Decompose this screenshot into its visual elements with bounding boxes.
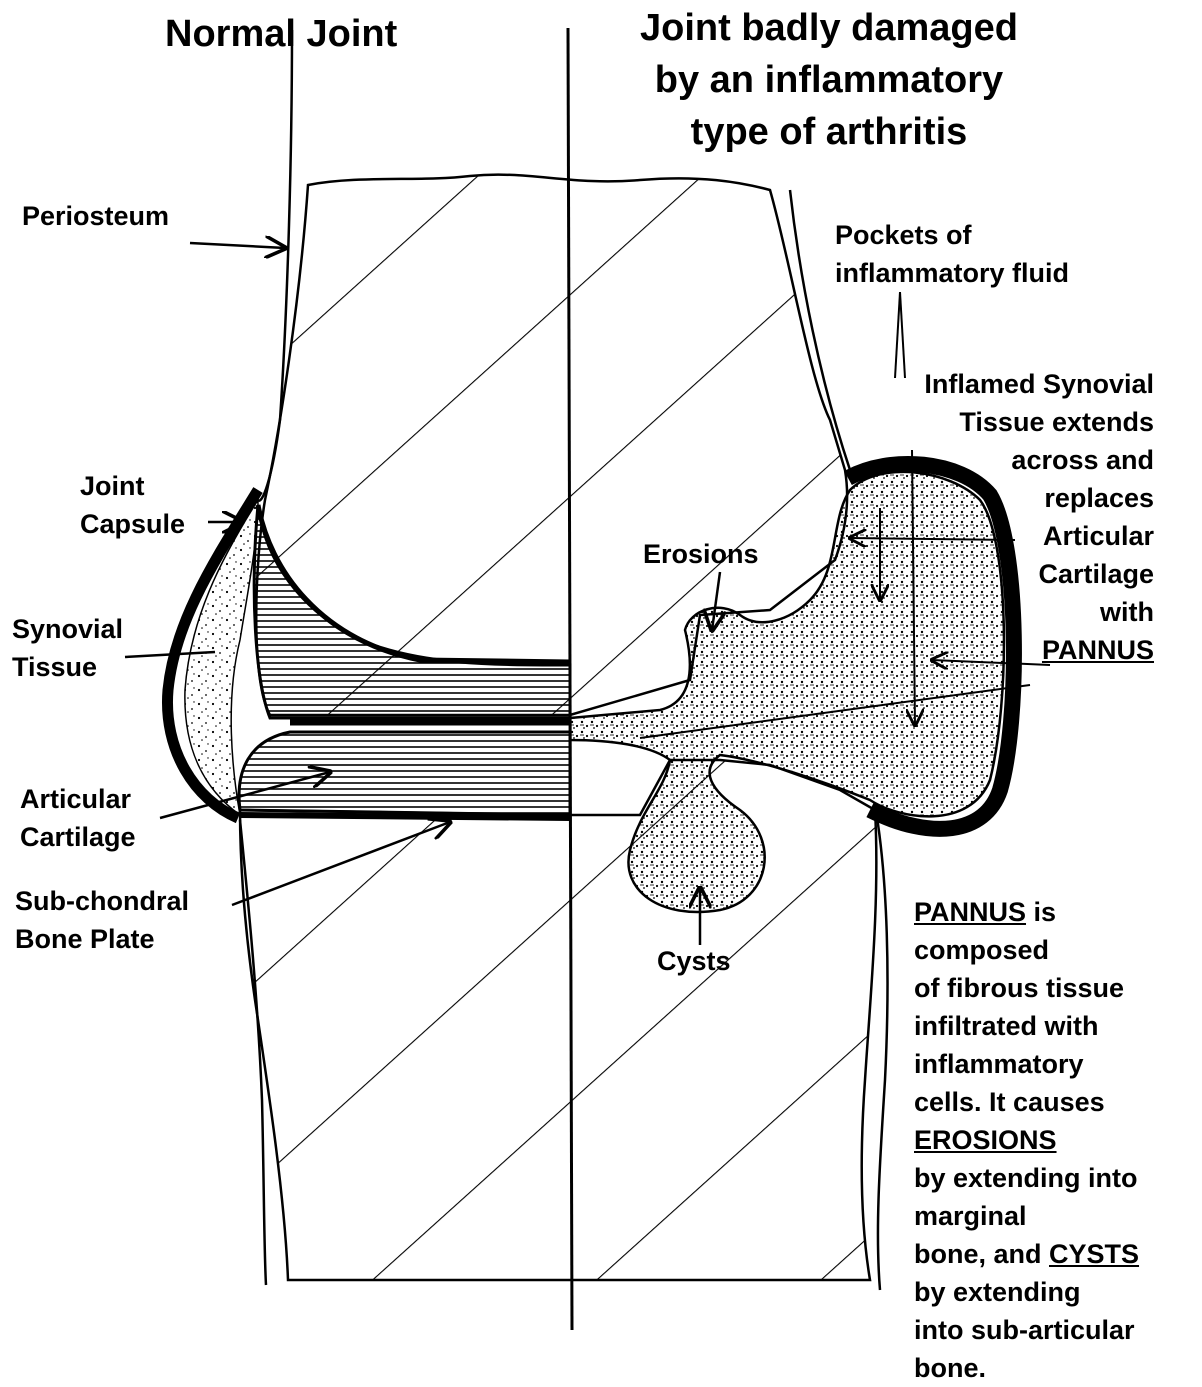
label-inflamed-3: across and — [862, 441, 1154, 479]
note-line-5: inflammatory — [914, 1045, 1139, 1083]
label-joint-capsule-2: Capsule — [80, 505, 185, 543]
note-line-6: cells. It causes — [914, 1083, 1139, 1121]
note-cysts-word: CYSTS — [1049, 1239, 1139, 1269]
note-line-11: by extending — [914, 1273, 1139, 1311]
label-articular-cartilage-1: Articular — [20, 780, 136, 818]
label-inflamed-synovial: Inflamed Synovial Tissue extends across … — [862, 365, 1154, 669]
note-line-9: marginal — [914, 1197, 1139, 1235]
label-synovial-tissue: Synovial Tissue — [12, 610, 123, 686]
label-inflamed-2: Tissue extends — [862, 403, 1154, 441]
note-line-7: EROSIONS — [914, 1121, 1139, 1159]
label-pockets-1: Pockets of — [835, 216, 1069, 254]
label-subchondral-2: Bone Plate — [15, 920, 189, 958]
title-damaged-line-1: Joint badly damaged — [640, 2, 1018, 54]
note-line-4: infiltrated with — [914, 1007, 1139, 1045]
label-inflamed-1: Inflamed Synovial — [862, 365, 1154, 403]
label-pockets: Pockets of inflammatory fluid — [835, 216, 1069, 292]
note-is: is — [1026, 897, 1056, 927]
lower-cartilage — [239, 732, 570, 815]
title-normal-joint: Normal Joint — [165, 8, 397, 60]
label-erosions: Erosions — [643, 535, 759, 573]
note-erosions-word: EROSIONS — [914, 1125, 1057, 1155]
label-synovial-tissue-2: Tissue — [12, 648, 123, 686]
label-joint-capsule: Joint Capsule — [80, 467, 185, 543]
label-joint-capsule-1: Joint — [80, 467, 185, 505]
note-pannus-word: PANNUS — [914, 897, 1026, 927]
lower-subchondral-plate — [240, 815, 570, 818]
note-line-3: of fibrous tissue — [914, 969, 1139, 1007]
label-inflamed-pannus: PANNUS — [862, 631, 1154, 669]
note-bone-and: bone, and — [914, 1239, 1049, 1269]
note-line-13: bone. — [914, 1349, 1139, 1387]
label-subchondral: Sub-chondral Bone Plate — [15, 882, 189, 958]
note-line-1: PANNUS is — [914, 893, 1139, 931]
title-damaged-joint: Joint badly damaged by an inflammatory t… — [640, 2, 1018, 158]
label-articular-cartilage: Articular Cartilage — [20, 780, 136, 856]
pointer-periosteum — [190, 243, 285, 248]
label-inflamed-5: Articular — [862, 517, 1154, 555]
label-synovial-tissue-1: Synovial — [12, 610, 123, 648]
note-line-12: into sub-articular — [914, 1311, 1139, 1349]
label-inflamed-7: with — [862, 593, 1154, 631]
label-pockets-2: inflammatory fluid — [835, 254, 1069, 292]
label-subchondral-1: Sub-chondral — [15, 882, 189, 920]
title-damaged-line-3: type of arthritis — [640, 106, 1018, 158]
lower-bone — [240, 760, 876, 1280]
note-line-8: by extending into — [914, 1159, 1139, 1197]
label-inflamed-6: Cartilage — [862, 555, 1154, 593]
label-articular-cartilage-2: Cartilage — [20, 818, 136, 856]
label-cysts: Cysts — [657, 942, 731, 980]
pannus-note: PANNUS is composed of fibrous tissue inf… — [914, 893, 1139, 1387]
note-line-10: bone, and CYSTS — [914, 1235, 1139, 1273]
label-inflamed-4: replaces — [862, 479, 1154, 517]
note-line-2: composed — [914, 931, 1139, 969]
title-damaged-line-2: by an inflammatory — [640, 54, 1018, 106]
label-periosteum: Periosteum — [22, 197, 169, 235]
